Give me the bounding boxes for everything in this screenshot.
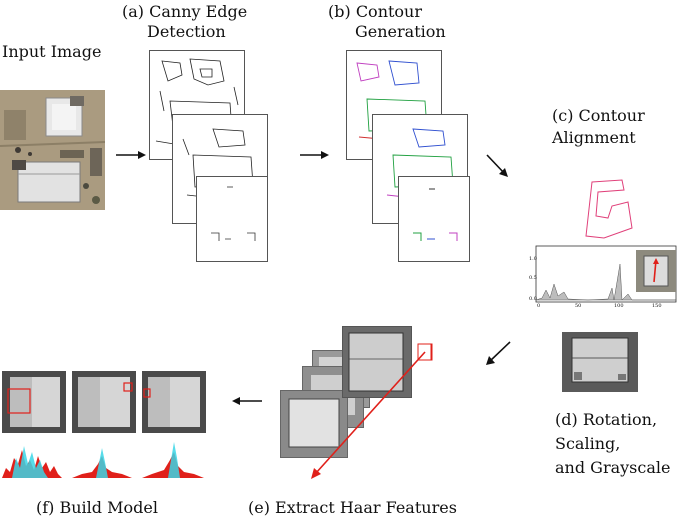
label-b-line1: (b) Contour xyxy=(328,2,423,21)
label-c-line2: Alignment xyxy=(552,128,636,147)
arrow-input-to-a xyxy=(116,151,146,159)
x-tick-3: 100 xyxy=(614,303,624,309)
label-b-line2: Generation xyxy=(355,22,446,41)
x-tick-4: 150 xyxy=(652,303,662,309)
y-tick-1: 1.0 xyxy=(529,256,537,262)
label-e: (e) Extract Haar Features xyxy=(248,498,457,517)
label-d-line2: Scaling, xyxy=(555,434,621,453)
canny-edge-frame-3 xyxy=(196,176,268,262)
label-d-line3: and Grayscale xyxy=(555,458,671,477)
arrow-e-to-f xyxy=(232,397,262,405)
aligned-contour xyxy=(585,179,633,239)
label-a-line1: (a) Canny Edge xyxy=(122,2,248,21)
arrow-d-to-e xyxy=(486,341,511,365)
label-c-line1: (c) Contour xyxy=(552,106,645,125)
contour-frame-3 xyxy=(398,176,470,262)
arrow-a-to-b xyxy=(300,151,329,159)
alignment-inset-image xyxy=(636,250,676,292)
model-tile-2 xyxy=(72,371,136,433)
haar-feature-overlay xyxy=(417,343,433,361)
model-histograms xyxy=(2,442,204,478)
label-input-image: Input Image xyxy=(2,42,102,61)
model-tile-3 xyxy=(142,371,206,433)
y-tick-2: 0.5 xyxy=(529,275,537,281)
y-tick-3: 0.0 xyxy=(529,296,537,302)
x-tick-2: 50 xyxy=(575,303,582,309)
label-f: (f) Build Model xyxy=(36,498,158,517)
grayscale-image xyxy=(562,332,638,392)
x-tick-1: 0 xyxy=(537,303,541,309)
arrow-b-to-c xyxy=(486,154,508,177)
input-satellite-image xyxy=(0,90,105,210)
label-a-line2: Detection xyxy=(147,22,226,41)
model-tile-1 xyxy=(2,371,66,433)
label-d-line1: (d) Rotation, xyxy=(555,410,658,429)
